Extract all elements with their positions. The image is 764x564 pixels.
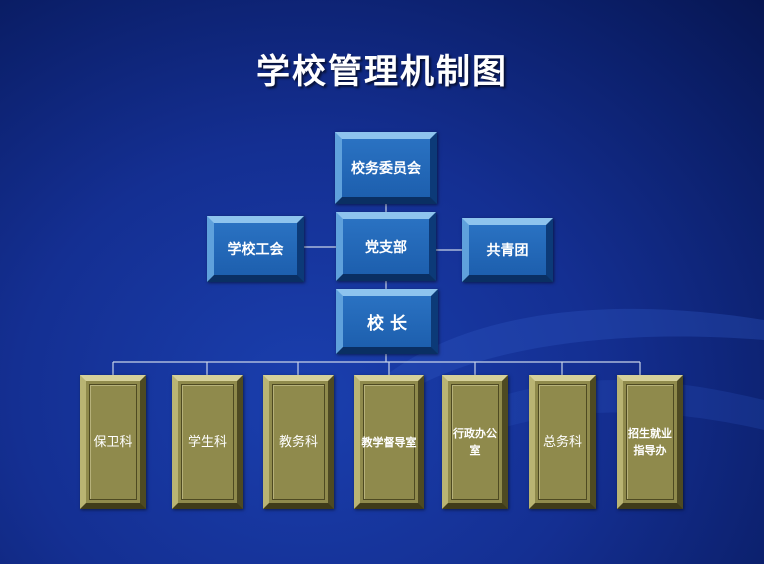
department-node: 保卫科 [80,375,146,509]
box-face [343,219,429,274]
department-label: 教学督导室 [361,435,417,449]
youth-league-node: 共青团 [462,218,553,282]
department-label: 保卫科 [93,434,133,450]
box-face [214,223,297,275]
box-frame [451,384,499,500]
box-frame [272,384,325,500]
box-frame [181,384,234,500]
department-label: 总务科 [542,434,582,450]
box-frame [89,384,137,500]
box-face [343,296,431,347]
union-label: 学校工会 [227,242,284,258]
box-face [342,139,430,197]
department-label: 招生就业 指导办 [628,427,672,457]
committee-label: 校务委员会 [351,161,421,177]
department-label: 教务科 [278,434,318,450]
department-node: 行政办公室 [442,375,508,509]
principal-label: 校 长 [367,314,407,334]
department-node: 招生就业 指导办 [617,375,683,509]
department-node: 学生科 [172,375,243,509]
department-label: 行政办公室 [453,427,497,457]
department-node: 总务科 [529,375,596,509]
box-frame [538,384,587,500]
box-face [469,225,546,275]
party-branch-label: 党支部 [365,239,407,256]
department-label: 学生科 [187,434,227,450]
youth-league-label: 共青团 [486,243,529,259]
department-node: 教学督导室 [354,375,424,509]
party-branch-node: 党支部 [336,212,436,281]
box-frame [363,384,415,500]
union-node: 学校工会 [207,216,304,282]
principal-node: 校 长 [336,289,438,354]
committee-node: 校务委员会 [335,132,437,204]
department-node: 教务科 [263,375,334,509]
page-title: 学校管理机制图 [256,52,508,92]
box-frame [626,384,674,500]
